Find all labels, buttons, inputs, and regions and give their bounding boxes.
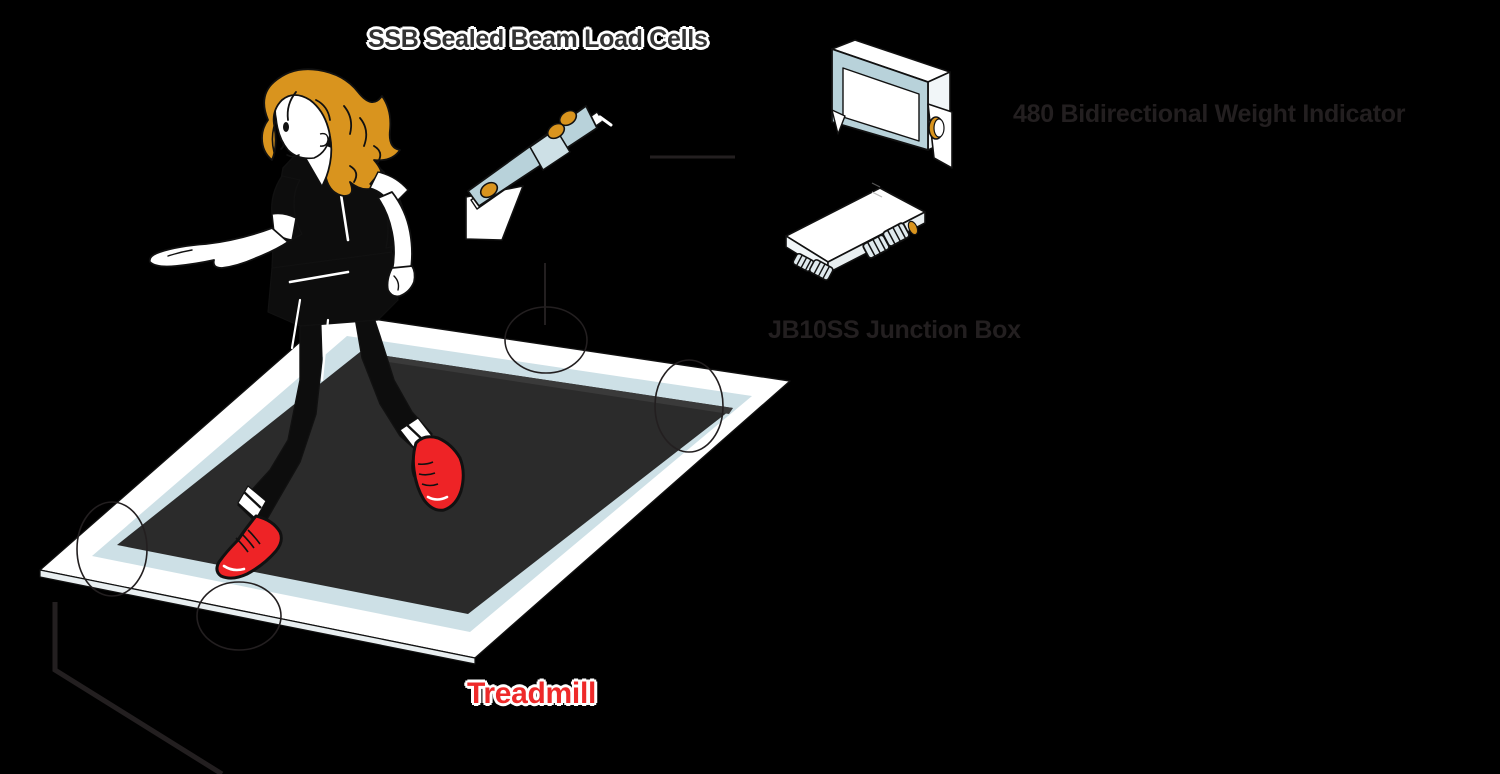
load-cell-marker-front-left	[196, 581, 282, 651]
person-skirt	[267, 251, 399, 327]
person-left-hand-fingers	[167, 249, 193, 257]
load-cell-marker-front-right	[654, 359, 724, 453]
person-left-shoe-laces	[235, 529, 261, 553]
load-cell-marker-rear-left	[76, 501, 148, 597]
person-ear	[319, 132, 329, 147]
bolt-hole-3	[479, 181, 499, 199]
person-left-shoe[interactable]	[215, 514, 283, 580]
person-left-leg	[237, 299, 323, 529]
load-cell-highlight-tick	[598, 115, 613, 127]
label-weight-indicator: 480 Bidirectional Weight Indicator	[1013, 100, 1406, 128]
junction-box-terminal	[907, 220, 919, 236]
load-cell-bolt-holes	[479, 109, 578, 199]
person-right-hand-thumb	[393, 275, 400, 291]
junction-box-lid-mark-2	[871, 182, 881, 188]
indicator-left-foot	[831, 109, 846, 135]
treadmill-deck-edge	[39, 569, 476, 665]
person-right-shoe[interactable]	[411, 435, 465, 512]
person-left-forearm-hand	[148, 227, 289, 269]
label-ssb-load-cells: SSB Sealed Beam Load Cells	[368, 25, 708, 53]
person-mouth	[286, 154, 300, 158]
bolt-hole-1	[558, 109, 578, 127]
leader-treadmill-elbow	[52, 602, 224, 774]
label-treadmill: Treadmill	[467, 677, 597, 710]
weight-indicator-component	[831, 39, 953, 169]
person-right-shoe-shine	[426, 495, 449, 501]
cable-gland-1	[792, 252, 815, 272]
leader-lines	[52, 155, 735, 774]
indicator-knob-inner	[933, 118, 945, 138]
junction-box-cable-glands	[792, 222, 910, 281]
junction-box-lid-mark-1	[871, 191, 883, 198]
cable-gland-2	[808, 259, 834, 281]
person-right-hand	[386, 265, 416, 298]
person-right-shoe-laces	[411, 454, 439, 487]
junction-box-component	[785, 182, 926, 281]
cable-gland-4	[882, 222, 910, 247]
treadmill-belt-highlight	[360, 352, 733, 414]
bolt-hole-2	[546, 122, 566, 140]
load-cell-component	[465, 105, 613, 241]
indicator-display-screen	[842, 67, 920, 142]
treadmill-component	[39, 306, 791, 665]
label-junction-box: JB10SS Junction Box	[768, 316, 1021, 344]
person-hair-strands	[271, 91, 382, 183]
person-dress-creases	[288, 186, 350, 382]
person-left-shoe-sole-shine	[222, 564, 246, 572]
person-component	[148, 68, 465, 580]
person-nose	[280, 139, 285, 150]
person-eye	[283, 122, 289, 132]
